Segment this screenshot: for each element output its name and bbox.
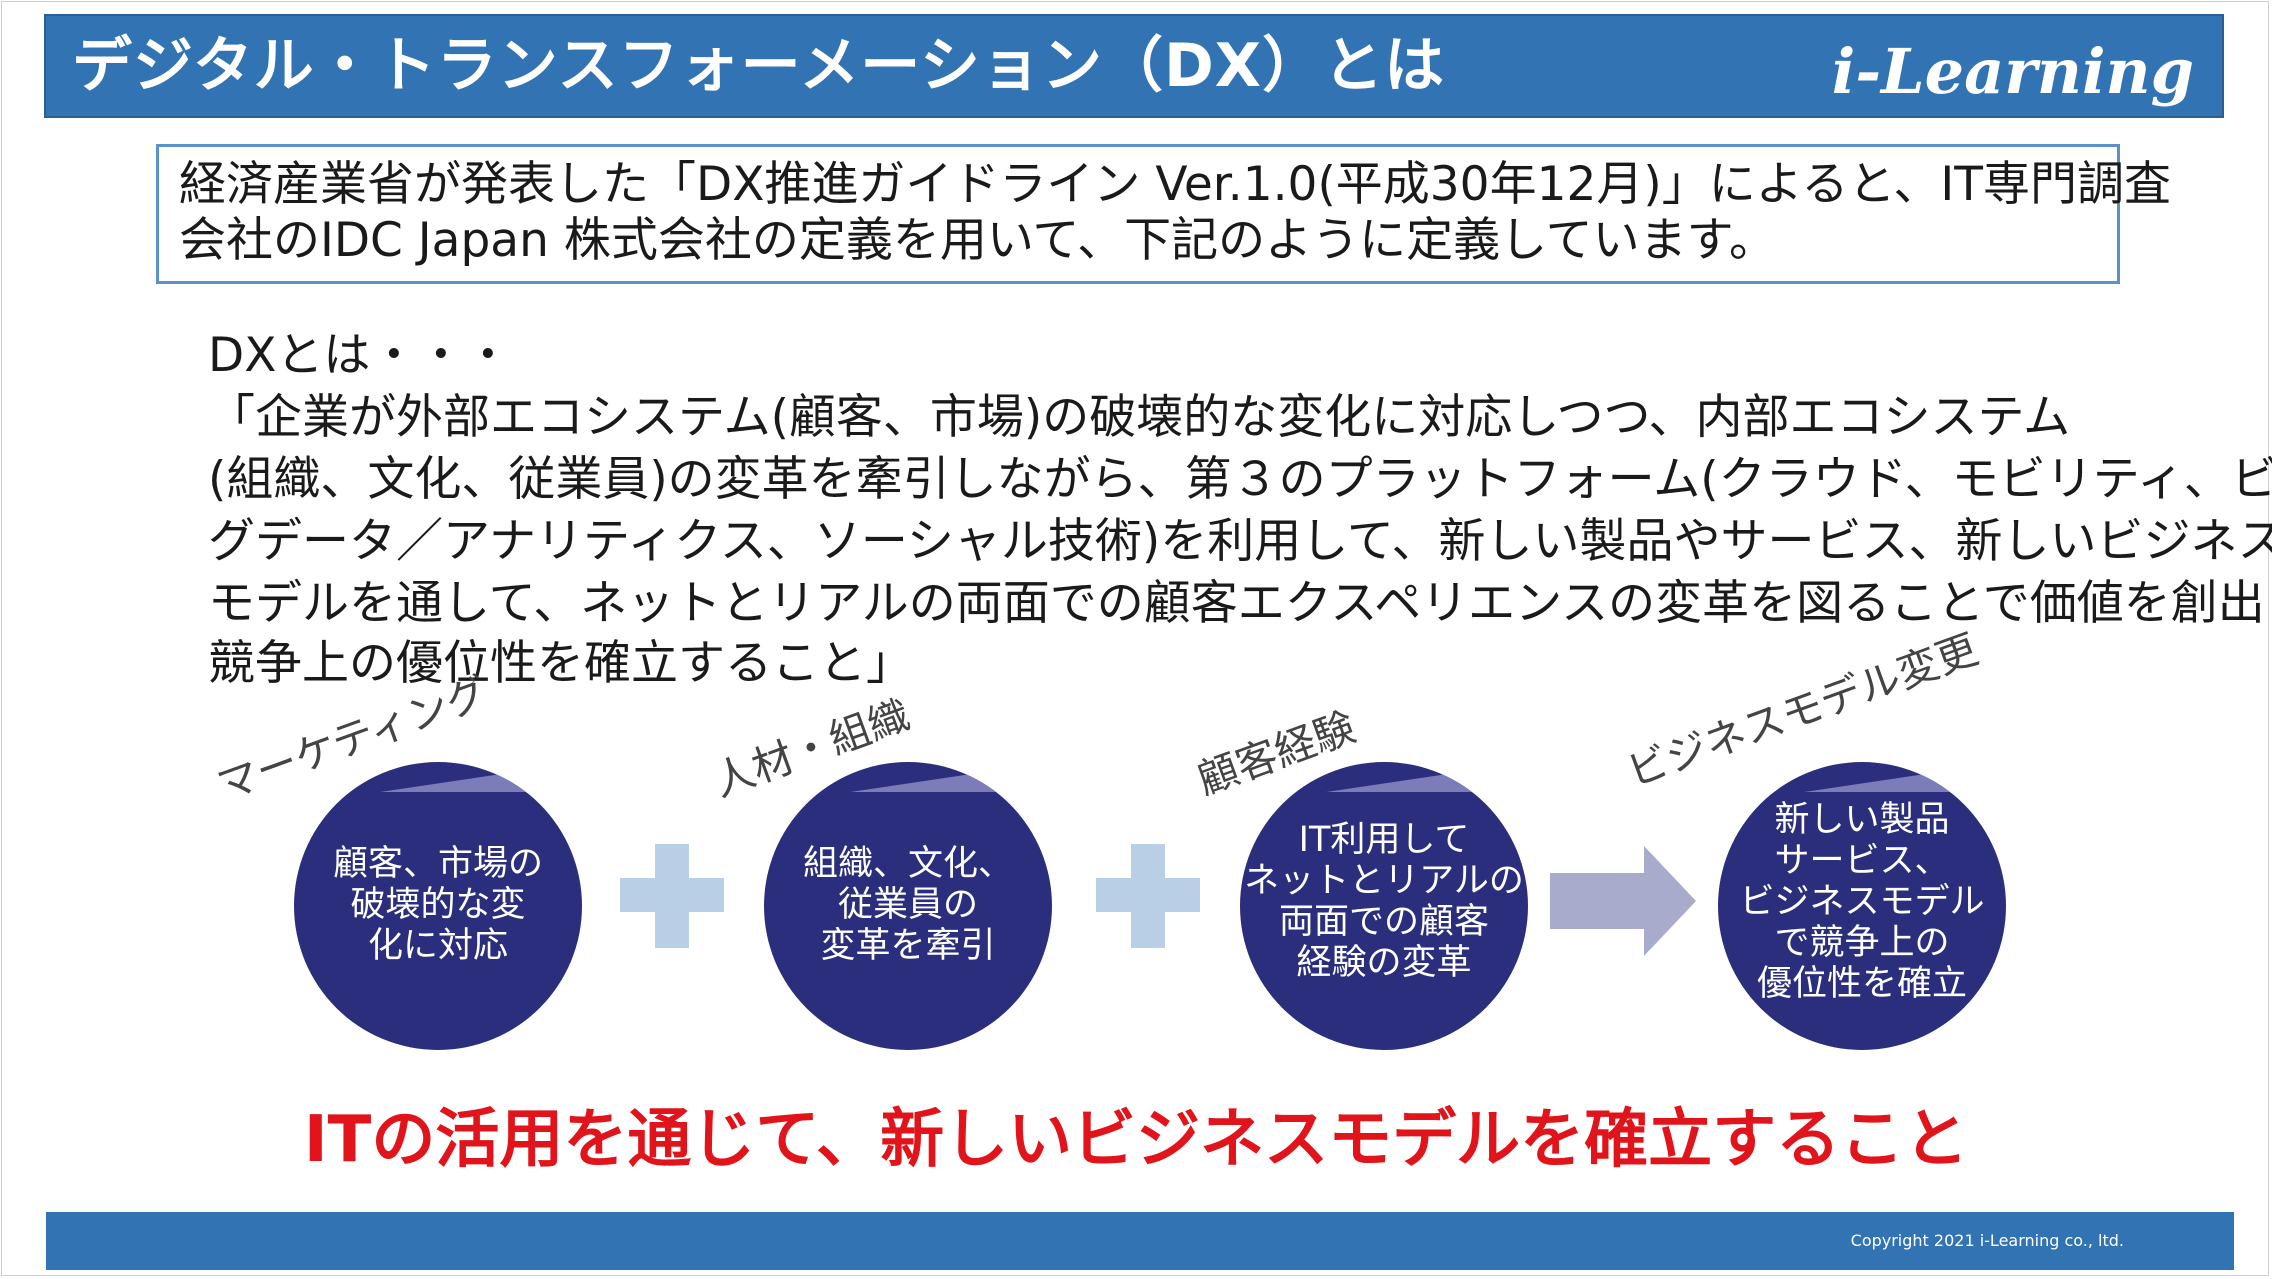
- definition-line-6: 競争上の優位性を確立すること」: [208, 636, 913, 691]
- step-text: 両面での顧客: [1278, 902, 1489, 942]
- step-circle-customer-experience: IT利用して ネットとリアルの 両面での顧客 経験の変革: [1240, 762, 1528, 1050]
- definition-line-1: DXとは・・・: [208, 328, 512, 383]
- definition-line-2: 「企業が外部エコシステム(顧客、市場)の破壊的な変化に対応しつつ、内部エコシステ…: [208, 390, 2071, 445]
- step-text: IT利用して: [1298, 820, 1470, 860]
- conclusion-text: ITの活用を通じて、新しいビジネスモデルを確立すること: [303, 1103, 1969, 1177]
- step-text: 経験の変革: [1296, 943, 1472, 983]
- definition-line-5: モデルを通して、ネットとリアルの両面での顧客エクスペリエンスの変革を図ることで価…: [208, 576, 2272, 631]
- page-title: デジタル・トランスフォーメーション（DX）とは: [72, 31, 1446, 101]
- step-circle-talent: 組織、文化、 従業員の 変革を牽引: [764, 762, 1052, 1050]
- intro-line-1: 経済産業省が発表した「DX推進ガイドライン Ver.1.0(平成30年12月)」…: [179, 157, 2172, 212]
- step-circle-business-model: 新しい製品 サービス、 ビジネスモデル で競争上の 優位性を確立: [1718, 762, 2006, 1050]
- step-text: 変革を牽引: [820, 926, 996, 966]
- footer-bar: Copyright 2021 i-Learning co., ltd.: [46, 1212, 2234, 1270]
- intro-box: 経済産業省が発表した「DX推進ガイドライン Ver.1.0(平成30年12月)」…: [156, 144, 2171, 284]
- definition-line-3: (組織、文化、従業員)の変革を牽引しながら、第３のプラットフォーム(クラウド、モ…: [208, 452, 2272, 507]
- step-circle-marketing: 顧客、市場の 破壊的な変 化に対応: [294, 762, 582, 1050]
- step-text: 優位性を確立: [1756, 964, 1967, 1004]
- step-text: 顧客、市場の: [332, 844, 543, 884]
- logo-text: i-Learning: [1831, 35, 2194, 108]
- step-text: 化に対応: [367, 926, 508, 966]
- step-text: 破壊的な変: [350, 885, 526, 925]
- definition-line-4: グデータ／アナリティクス、ソーシャル技術)を利用して、新しい製品やサービス、新し…: [208, 514, 2272, 569]
- step-text: ネットとリアルの: [1244, 861, 1524, 901]
- step-text: サービス、: [1774, 841, 1950, 881]
- step-text: 従業員の: [837, 885, 978, 925]
- intro-line-2: 会社のIDC Japan 株式会社の定義を用いて、下記のように定義しています。: [179, 213, 1776, 268]
- step-text: 新しい製品: [1774, 800, 1950, 840]
- copyright-text: Copyright 2021 i-Learning co., ltd.: [1850, 1231, 2124, 1250]
- step-text: ビジネスモデル: [1739, 882, 1985, 922]
- header-bar: デジタル・トランスフォーメーション（DX）とは i-Learning: [44, 14, 2224, 118]
- step-text: で競争上の: [1774, 923, 1950, 963]
- step-text: 組織、文化、: [802, 844, 1013, 884]
- i-learning-logo: i-Learning: [1832, 34, 2194, 110]
- right-arrow-icon: [1550, 846, 1696, 956]
